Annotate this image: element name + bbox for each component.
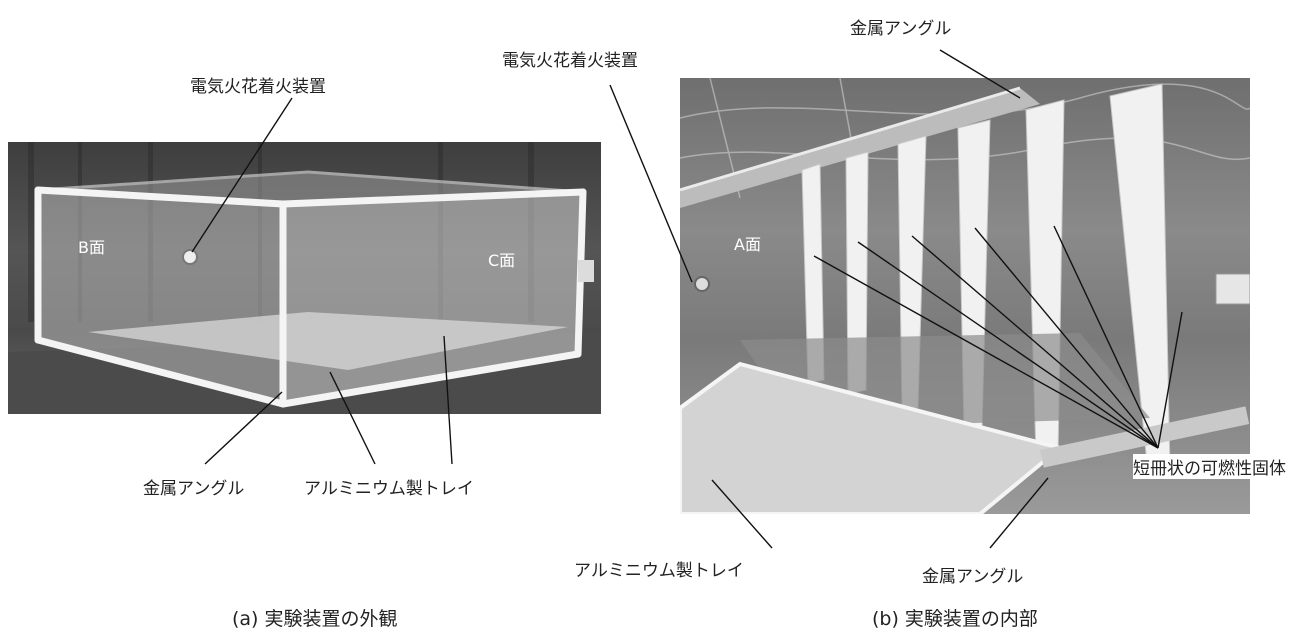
label-metal-angle-a: 金属アングル (143, 479, 245, 499)
caption-b: (b) 実験装置の内部 (872, 608, 1038, 630)
caption-a: (a) 実験装置の外観 (232, 608, 398, 630)
label-aluminium-tray-b: アルミニウム製トレイ (574, 561, 744, 581)
face-a-label: A面 (734, 235, 761, 254)
face-c-label: C面 (488, 251, 516, 270)
face-b-label: B面 (78, 238, 105, 257)
apparatus-exterior-drawing (8, 142, 601, 414)
label-ignition-device-b: 電気火花着火装置 (502, 51, 638, 71)
photo-apparatus-exterior: B面 C面 (8, 142, 601, 414)
apparatus-interior-drawing (680, 78, 1250, 514)
label-ignition-device-a: 電気火花着火装置 (190, 77, 326, 97)
label-combustible-strips: 短冊状の可燃性固体 (1133, 454, 1286, 479)
label-aluminium-tray-a: アルミニウム製トレイ (304, 479, 474, 499)
label-metal-angle-bottom-b: 金属アングル (922, 567, 1024, 587)
label-metal-angle-top-b: 金属アングル (850, 19, 952, 39)
